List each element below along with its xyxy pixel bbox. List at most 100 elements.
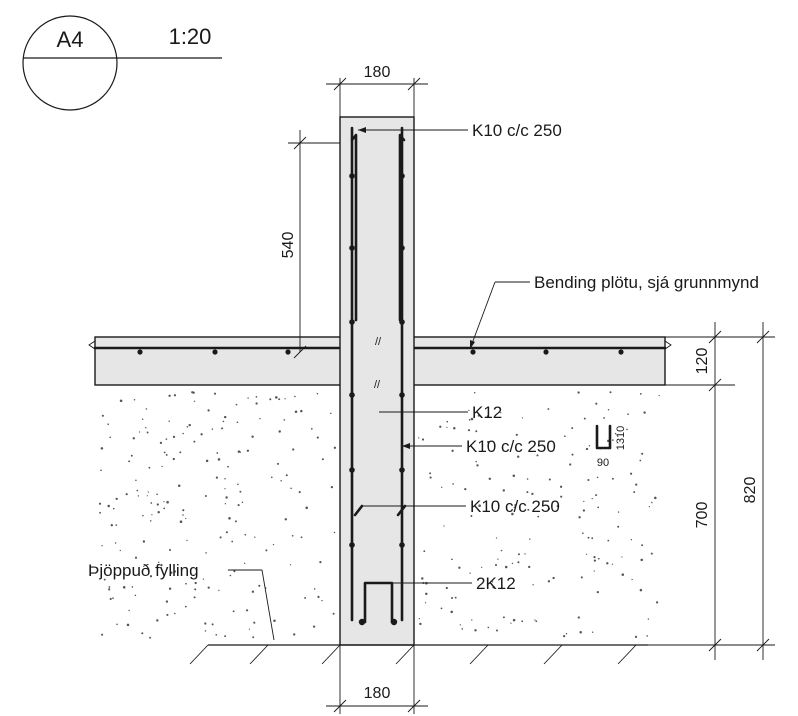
fill-speckle (631, 578, 633, 581)
fill-speckle (130, 454, 133, 457)
fill-speckle (165, 600, 169, 603)
fill-speckle (149, 520, 152, 522)
fill-speckle (639, 393, 642, 395)
bottom-stirrup (363, 581, 394, 624)
fill-speckle (500, 411, 502, 414)
fill-speckle (458, 566, 461, 569)
fill-speckle (132, 437, 135, 440)
fill-speckle (101, 633, 104, 636)
fill-speckle (451, 449, 454, 452)
detail-circle (22, 15, 118, 111)
fill-speckle (450, 596, 454, 600)
fill-speckle (593, 556, 596, 559)
fill-speckle (205, 459, 209, 463)
fill-speckle (300, 536, 303, 539)
fill-speckle (650, 552, 653, 555)
fill-speckle (595, 494, 598, 497)
fill-speckle (518, 553, 520, 556)
fill-speckle (172, 435, 176, 439)
fill-speckle (582, 509, 586, 512)
fill-speckle (225, 496, 228, 499)
compacted-fill-region (98, 391, 660, 639)
fill-speckle (186, 539, 188, 542)
fill-speckle (421, 577, 424, 580)
fill-speckle (298, 491, 301, 494)
fill-speckle (166, 613, 169, 616)
fill-speckle (467, 429, 471, 432)
fill-speckle (243, 562, 246, 564)
fill-speckle (289, 564, 292, 566)
fill-speckle (591, 631, 594, 633)
fill-speckle (103, 578, 106, 581)
dimension-depths: 120 700 820 (648, 322, 775, 660)
fill-speckle (501, 588, 503, 590)
fill-speckle (514, 504, 517, 507)
fill-speckle (658, 394, 660, 397)
fill-speckle (429, 472, 432, 475)
fill-speckle (634, 635, 638, 639)
fill-speckle (194, 588, 197, 591)
fill-speckle (486, 440, 490, 444)
fill-speckle (142, 514, 144, 517)
fill-speckle (648, 505, 651, 508)
dim-total-depth: 820 (742, 477, 759, 504)
fill-speckle (273, 619, 276, 623)
fill-speckle (564, 435, 566, 438)
fill-speckle (204, 630, 207, 632)
fill-speckle (643, 411, 646, 414)
fill-speckle (193, 440, 196, 443)
fill-speckle (145, 408, 148, 410)
callout-slab-bend: Bending plötu, sjá grunnmynd (469, 273, 759, 350)
fill-speckle (294, 395, 296, 398)
fill-speckle (497, 558, 499, 560)
fill-speckle (182, 509, 185, 512)
fill-speckle (119, 399, 123, 403)
fill-speckle (141, 632, 144, 635)
ground-line (189, 644, 648, 665)
fill-speckle (492, 586, 495, 589)
fill-speckle (224, 503, 227, 505)
fill-speckle (119, 549, 121, 552)
fill-speckle (108, 588, 111, 591)
fill-speckle (147, 491, 150, 493)
fill-speckle (135, 479, 137, 481)
fill-speckle (603, 417, 605, 419)
fill-speckle (537, 515, 540, 518)
callout-fill: Þjöppuð fylling (88, 561, 275, 641)
fill-speckle (224, 478, 226, 480)
fill-speckle (185, 582, 187, 585)
fill-speckle (569, 463, 572, 466)
fill-speckle (225, 531, 228, 534)
scale-label: 1:20 (169, 24, 212, 49)
fill-speckle (174, 612, 176, 615)
callout-lower-bar: K10 c/c 250 (362, 497, 560, 516)
fill-speckle (112, 597, 114, 599)
fill-speckle (478, 504, 481, 507)
fill-speckle (640, 558, 643, 562)
fill-speckle (142, 540, 146, 543)
fill-speckle (612, 439, 614, 441)
fill-speckle (255, 396, 258, 398)
fill-speckle (473, 391, 476, 394)
fill-speckle (163, 451, 166, 454)
fill-speckle (621, 556, 623, 558)
dim-lap-length: 540 (280, 232, 297, 259)
fill-speckle (148, 466, 151, 469)
fill-speckle (185, 517, 187, 520)
fill-speckle (500, 549, 503, 552)
fill-speckle (101, 414, 104, 417)
fill-speckle (109, 436, 112, 439)
fill-speckle (156, 619, 159, 622)
fill-speckle (114, 542, 117, 544)
fill-speckle (312, 625, 316, 628)
stirrup-shape-icon (595, 424, 612, 450)
dim-footing-depth: 700 (694, 502, 711, 529)
fill-speckle (182, 514, 184, 516)
fill-speckle (184, 605, 187, 608)
fill-speckle (534, 619, 536, 621)
fill-speckle (236, 421, 239, 424)
fill-speckle (160, 563, 163, 567)
fill-speckle (100, 469, 102, 472)
fill-speckle (146, 495, 148, 497)
fill-speckle (128, 609, 130, 612)
